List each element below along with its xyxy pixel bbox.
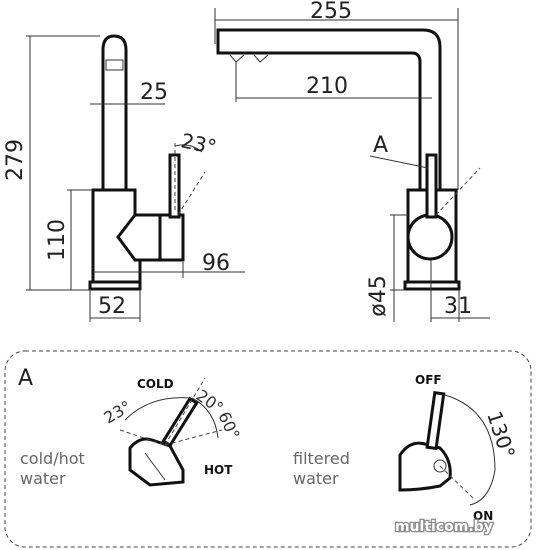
lever-range-line: [177, 171, 206, 216]
front-base-plate: [403, 280, 461, 291]
filter-arc: [444, 394, 496, 506]
watermark: multicom.by: [395, 519, 493, 535]
label-hot: HOT: [204, 463, 233, 477]
dim-52: 52: [98, 294, 126, 319]
filter-on-line: [439, 465, 476, 501]
angle-arc: [174, 144, 203, 153]
mixer-ref-line: [119, 429, 166, 446]
angle-60: 60°: [214, 409, 243, 443]
spout-arm: [216, 28, 442, 192]
mixer-detail-body: [128, 437, 185, 487]
dim-23deg: 23°: [179, 128, 219, 159]
dim-45: ø45: [366, 275, 391, 316]
mixer-hot-line: [164, 429, 223, 446]
detail-label-a: A: [18, 366, 33, 391]
base-plate: [88, 280, 142, 291]
dim-31: 31: [444, 294, 472, 319]
front-view: 255 210 A ø45 31: [214, 0, 490, 322]
mixer-cold-line: [164, 377, 206, 446]
mixer-knob: [116, 213, 162, 262]
filter-lever: [425, 153, 438, 219]
dim-255: 255: [310, 0, 352, 24]
dim-25: 25: [140, 80, 168, 105]
mixer-arc-hot: [191, 397, 219, 439]
mixer-detail-lever: [161, 396, 199, 448]
detail-a: A COLD HOT 23° 20° 60° cold/hot water: [4, 350, 532, 548]
side-view: 279 110 25 23° 96 52: [3, 34, 245, 322]
mixer-detail: COLD HOT 23° 20° 60° cold/hot water: [20, 377, 244, 488]
caption-water-right: water: [293, 469, 339, 488]
filter-lever-range: [435, 167, 481, 216]
angle-23: 23°: [101, 397, 135, 428]
mixer-arc: [124, 397, 191, 421]
caption-cold-hot: cold/hot: [20, 449, 85, 468]
dim-279: 279: [3, 139, 28, 181]
label-cold: COLD: [137, 377, 174, 391]
callout-a: A: [373, 133, 388, 158]
dim-210: 210: [306, 74, 348, 99]
dim-96: 96: [202, 251, 230, 276]
filter-detail: OFF ON 130° filtered water: [293, 373, 520, 523]
caption-filtered: filtered: [293, 449, 350, 468]
callout-line: [369, 155, 429, 169]
filter-detail-lever: [425, 391, 446, 451]
mixer-disc: [406, 213, 454, 261]
aerator: [105, 59, 124, 71]
label-on: ON: [473, 509, 493, 523]
caption-water-left: water: [20, 469, 66, 488]
mixer-detail-inner: [144, 452, 166, 481]
angle-130: 130°: [482, 408, 520, 461]
detail-frame: [4, 350, 532, 548]
filter-detail-pivot: [433, 459, 447, 473]
filter-detail-body: [398, 441, 452, 492]
spout-nozzles: [229, 54, 269, 63]
dim-110: 110: [45, 219, 70, 261]
spout-column: [101, 34, 128, 192]
label-off: OFF: [415, 373, 442, 387]
